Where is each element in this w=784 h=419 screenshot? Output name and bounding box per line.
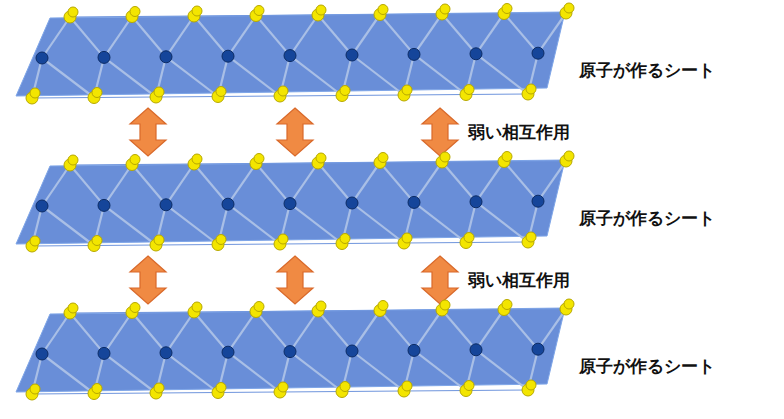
interaction-label: 弱い相互作用 xyxy=(466,122,572,142)
double-arrow xyxy=(130,108,166,156)
atoms xyxy=(26,151,574,252)
sheet-label: 原子が作るシート xyxy=(579,208,715,228)
bonds xyxy=(32,309,566,394)
double-arrow xyxy=(277,108,313,156)
sheet-label: 原子が作るシート xyxy=(579,356,715,376)
octahedral-sheet xyxy=(12,10,567,106)
atoms xyxy=(26,299,574,400)
octahedral-sheet xyxy=(12,306,567,402)
atom-sheet: 原子が作るシート xyxy=(12,306,567,402)
interaction-label: 弱い相互作用 xyxy=(466,270,572,290)
sheet-label: 原子が作るシート xyxy=(579,60,715,80)
atom-sheet: 原子が作るシート xyxy=(12,158,567,254)
atom-sheet: 原子が作るシート xyxy=(12,10,567,106)
double-arrow xyxy=(422,256,458,304)
bonds xyxy=(32,13,566,98)
bonds xyxy=(32,161,566,246)
atoms xyxy=(26,3,574,104)
double-arrow xyxy=(130,256,166,304)
double-arrow xyxy=(277,256,313,304)
octahedral-sheet xyxy=(12,158,567,254)
double-arrow xyxy=(422,108,458,156)
